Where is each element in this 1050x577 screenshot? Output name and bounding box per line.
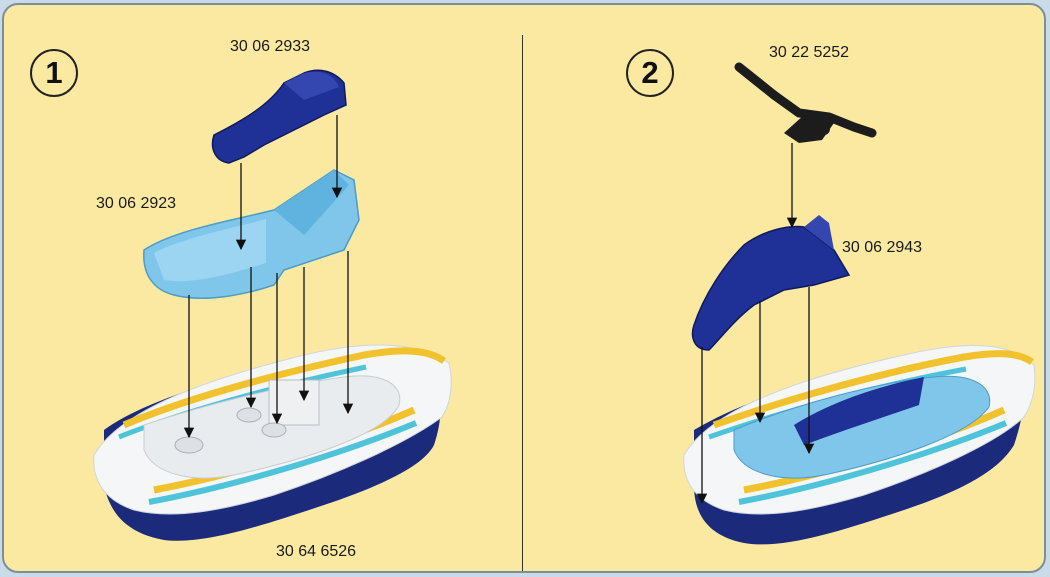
hull-part-step2 xyxy=(684,346,1035,545)
hull-part-step1 xyxy=(94,345,451,541)
handlebar-part-step2 xyxy=(739,67,872,143)
part-code-hull: 30 64 6526 xyxy=(276,543,356,561)
step-divider xyxy=(522,35,523,573)
step-number-badge-2: 2 xyxy=(626,49,674,97)
part-code-seat-frame: 30 06 2923 xyxy=(96,195,176,213)
part-code-top-seat: 30 06 2933 xyxy=(230,38,310,56)
cowl-part-step2 xyxy=(693,215,849,350)
part-code-handlebar: 30 22 5252 xyxy=(769,44,849,62)
part-code-cowl: 30 06 2943 xyxy=(842,239,922,257)
instruction-panel: 1 30 06 2933 30 06 2923 30 64 6526 2 30 … xyxy=(2,3,1046,573)
top-seat-part-step1 xyxy=(213,70,346,163)
step-number-badge-1: 1 xyxy=(30,49,78,97)
assembly-illustration xyxy=(4,5,1046,573)
